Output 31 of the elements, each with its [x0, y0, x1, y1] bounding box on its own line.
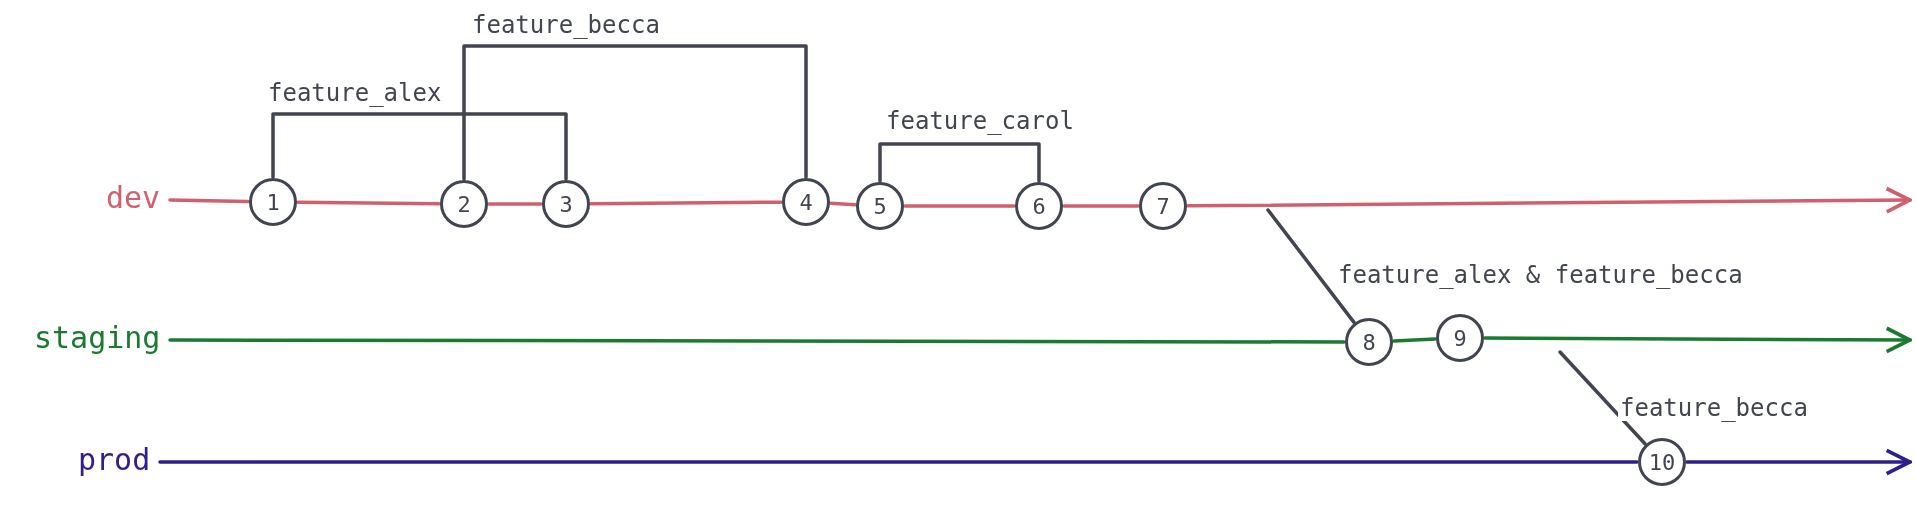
branch-line: [1558, 350, 1647, 446]
commit-circle: 7: [1139, 182, 1187, 230]
branch-line: [158, 460, 1639, 464]
branch-name: staging: [34, 323, 161, 353]
branch-line: [1062, 204, 1140, 208]
commit-circle: 9: [1436, 314, 1484, 362]
branch-line: [1266, 208, 1356, 324]
branch-line: [168, 198, 250, 204]
commit-circle: 8: [1345, 318, 1393, 366]
branch-line: [487, 202, 543, 206]
branch-name: dev: [106, 183, 161, 213]
branch-arrow: [1186, 186, 1912, 214]
branch-name: prod: [78, 445, 151, 475]
commit-circle: 4: [782, 178, 830, 226]
branch-line: [462, 44, 808, 181]
branch-arrow: [1483, 326, 1912, 354]
branch-line: [168, 338, 1346, 344]
branch-line: [589, 200, 783, 206]
branch-line: [903, 204, 1016, 208]
commit-circle: 3: [542, 180, 590, 228]
branch-line: [829, 201, 857, 207]
branch-line: [1392, 337, 1437, 343]
commit-circle: 2: [440, 180, 488, 228]
commit-circle: 1: [249, 178, 297, 226]
commit-circle: 6: [1015, 182, 1063, 230]
commit-circle: 5: [856, 182, 904, 230]
branch-line: [878, 142, 1041, 183]
commit-circle: 10: [1638, 438, 1686, 486]
branch-line: [271, 112, 568, 181]
branch-arrow: [1685, 448, 1912, 476]
branch-line: [296, 200, 441, 206]
